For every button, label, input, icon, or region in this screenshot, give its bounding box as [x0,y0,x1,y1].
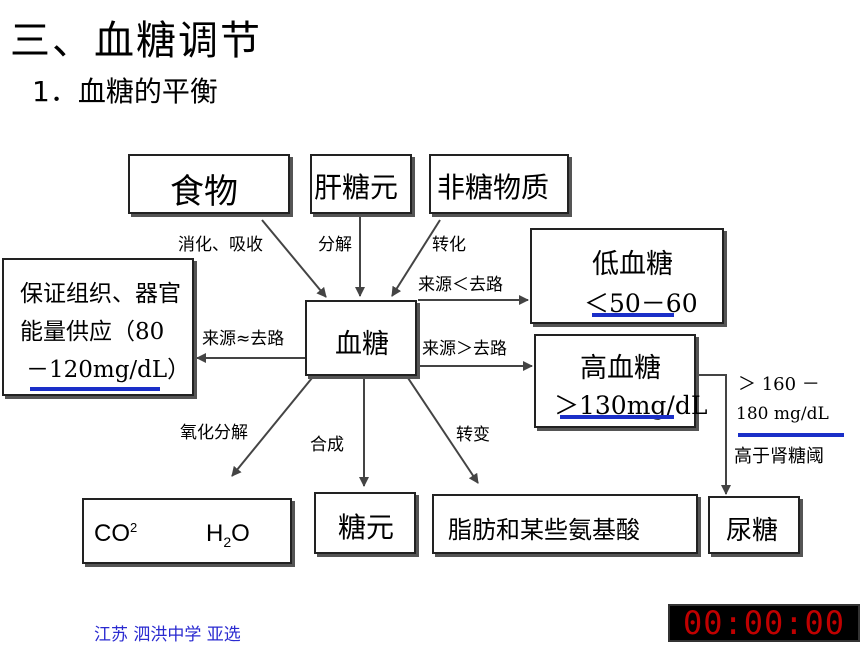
food-label: 食物 [170,172,238,212]
urine-sugar-box: 尿糖 [708,496,800,554]
label-source-lt-sink: 来源＜去路 [418,275,503,295]
arrow-blood-to-co2 [231,377,313,477]
energy-supply-line3: －120mg/dL） [26,357,191,383]
section-subtitle: 1．血糖的平衡 [32,75,218,108]
low-blood-sugar-underline [592,313,674,317]
liver-glycogen-label: 肝糖元 [314,171,399,204]
fat-amino-box: 脂肪和某些氨基酸 [432,494,698,554]
liver-glycogen-box: 肝糖元 [310,154,412,214]
label-digest: 消化、吸收 [178,235,263,255]
arrow-food-to-blood [261,219,327,298]
arrow-nonsugar-to-blood [391,219,441,297]
arrow-high-to-urine [696,374,731,495]
threshold-line1: ＞ 160 － [738,374,820,395]
co2-h2o-box: CO2 H2O [82,498,292,564]
h2o-subscript: 2 [223,533,232,550]
label-synthesize: 合成 [310,435,344,455]
high-blood-sugar-underline [560,415,674,419]
footer-credit: 江苏 泗洪中学 亚选 [94,625,241,645]
non-sugar-box: 非糖物质 [429,154,569,214]
urine-sugar-label: 尿糖 [726,516,779,546]
food-box: 食物 [128,154,290,214]
blood-sugar-label: 血糖 [335,329,389,360]
low-blood-sugar-box: 低血糖 ＜50－60 [530,228,724,324]
h2o-label: H2O [206,520,250,550]
energy-supply-line2: 能量供应（80 [20,319,165,345]
threshold-line2: 180 mg/dL [736,404,829,424]
co2-superscript: 2 [130,520,138,535]
timer-display: 00:00:00 [668,604,860,642]
label-source-gt-sink: 来源＞去路 [422,339,507,359]
energy-supply-line1: 保证组织、器官 [20,281,181,307]
arrow-blood-to-fat [407,377,479,484]
page-title: 三、血糖调节 [10,18,262,64]
label-transform: 转化 [432,235,466,255]
h2o-h: H [206,520,224,547]
h2o-o: O [231,520,250,547]
non-sugar-label: 非糖物质 [437,171,550,204]
co2-text: CO [94,520,130,547]
threshold-line3: 高于肾糖阈 [734,446,824,467]
fat-amino-label: 脂肪和某些氨基酸 [448,516,640,544]
high-blood-sugar-title: 高血糖 [580,353,661,384]
blood-sugar-box: 血糖 [305,300,417,376]
label-oxidize: 氧化分解 [180,423,248,443]
low-blood-sugar-title: 低血糖 [592,249,673,280]
co2-label: CO2 [94,520,137,548]
label-decompose: 分解 [318,235,352,255]
label-convert: 转变 [456,425,490,445]
glycogen-label: 糖元 [338,511,395,544]
energy-supply-box: 保证组织、器官 能量供应（80 －120mg/dL） [2,258,194,396]
high-blood-sugar-box: 高血糖 ＞130mg/dL [534,334,707,428]
glycogen-box: 糖元 [314,492,416,554]
label-source-eq-sink: 来源≈去路 [202,329,285,349]
energy-supply-underline [30,387,160,391]
threshold-underline [738,433,844,437]
